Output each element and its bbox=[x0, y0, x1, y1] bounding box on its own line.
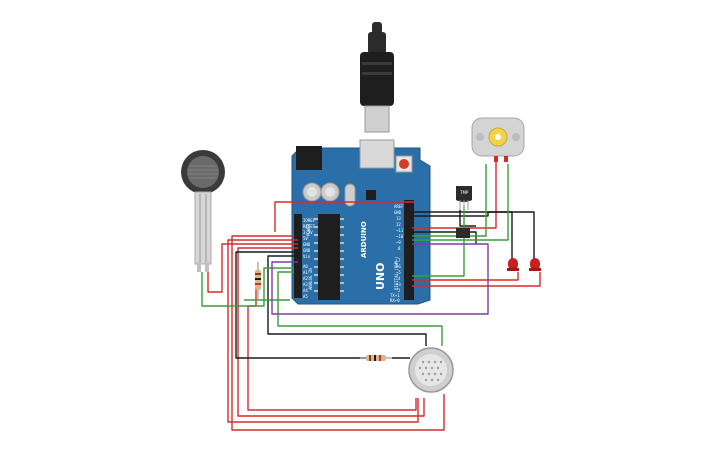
pin-label: Vin bbox=[303, 254, 311, 259]
pin-label: A1 bbox=[303, 270, 308, 275]
wire-green[interactable] bbox=[412, 164, 509, 241]
wire-red[interactable] bbox=[412, 272, 541, 287]
usb-chip bbox=[366, 190, 376, 200]
arduino-board: ARDUINO UNO DIGITAL (PWM~) ANALOG IN POW… bbox=[291, 139, 431, 305]
pin-label: 13 bbox=[396, 216, 401, 221]
pin-label: A0 bbox=[303, 264, 308, 269]
tmp-body bbox=[456, 186, 472, 202]
pin-label: ~6 bbox=[396, 264, 401, 269]
pin-label: 2 bbox=[398, 288, 401, 293]
force-sensitive-resistor[interactable] bbox=[181, 150, 225, 272]
pin-label: ~5 bbox=[396, 270, 401, 275]
digital-label: DIGITAL (PWM~) bbox=[394, 256, 399, 290]
pin-label: 5V bbox=[303, 236, 308, 241]
led-1[interactable] bbox=[507, 258, 519, 271]
pin-label: A3 bbox=[303, 282, 308, 287]
pin-label: 4 bbox=[398, 276, 401, 281]
pin-label: TX→1 bbox=[390, 293, 400, 298]
resistor-2[interactable] bbox=[360, 355, 410, 361]
wire-black[interactable] bbox=[459, 210, 476, 227]
wire-red[interactable] bbox=[231, 235, 445, 431]
crystal bbox=[344, 183, 356, 207]
usb-cable-end bbox=[372, 22, 382, 34]
pin-label: ~3 bbox=[396, 282, 401, 287]
pin-label: 12 bbox=[396, 222, 401, 227]
fsr-tail bbox=[194, 191, 212, 265]
pin-label: A4 bbox=[303, 288, 308, 293]
pin-label: GND bbox=[394, 210, 402, 215]
usb-cable bbox=[360, 22, 394, 133]
piezo-buzzer[interactable] bbox=[408, 347, 454, 393]
pin-label: GND bbox=[303, 248, 311, 253]
wire-green[interactable] bbox=[277, 271, 443, 346]
wire-black[interactable] bbox=[267, 255, 427, 346]
wire-red[interactable] bbox=[274, 201, 414, 232]
wire-red[interactable] bbox=[412, 162, 497, 229]
usb-port bbox=[359, 139, 395, 169]
pin-label: RESET bbox=[303, 224, 316, 229]
pin-label: A2 bbox=[303, 276, 308, 281]
pin-label: 7 bbox=[398, 258, 401, 263]
digital-header bbox=[404, 200, 414, 300]
usb-plug-body bbox=[360, 52, 394, 106]
transistor-body bbox=[456, 228, 470, 238]
wire-red[interactable] bbox=[227, 239, 419, 423]
transistor[interactable] bbox=[456, 228, 470, 238]
wire-purple[interactable] bbox=[271, 243, 489, 315]
reset-button[interactable] bbox=[399, 159, 409, 169]
wire-black[interactable] bbox=[235, 251, 366, 359]
dc-motor[interactable] bbox=[471, 117, 525, 162]
pin-label: IOREF bbox=[303, 218, 316, 223]
pin-label: ~9 bbox=[396, 240, 401, 245]
led-body bbox=[508, 258, 518, 270]
led-2[interactable] bbox=[529, 258, 541, 271]
pin-label: ~10 bbox=[396, 234, 404, 239]
pin-label: A5 bbox=[303, 294, 308, 299]
led-body bbox=[530, 258, 540, 270]
tmp-label: TMP bbox=[459, 190, 469, 195]
usb-plug-metal bbox=[364, 105, 390, 133]
fsr-lead bbox=[197, 262, 201, 272]
power-pin-labels: IOREF RESET 3.3V 5V GND GND Vin A0 A1 A2… bbox=[303, 218, 316, 299]
wire-red[interactable] bbox=[412, 272, 519, 281]
pin-label: 8 bbox=[398, 246, 401, 251]
power-jack bbox=[296, 146, 322, 170]
fsr-lead bbox=[205, 262, 209, 272]
resistor-1[interactable] bbox=[255, 262, 261, 300]
power-label: POWER bbox=[306, 223, 311, 236]
atmega-chip bbox=[318, 214, 340, 300]
board-brand: ARDUINO bbox=[360, 221, 368, 258]
wire-green[interactable] bbox=[412, 164, 487, 237]
digital-pin-labels: AREF GND 13 12 ~11 ~10 ~9 8 7 ~6 ~5 4 ~3… bbox=[390, 204, 404, 303]
wire-black[interactable] bbox=[412, 211, 535, 262]
board-model: UNO bbox=[374, 263, 387, 291]
pin-label: GND bbox=[303, 242, 311, 247]
pin-label: ~11 bbox=[396, 228, 404, 233]
pin-label: AREF bbox=[394, 204, 404, 209]
wire-green[interactable] bbox=[201, 267, 294, 307]
wires bbox=[201, 162, 541, 431]
pin-label: 3.3V bbox=[303, 230, 313, 235]
pin-label: RX←0 bbox=[390, 298, 400, 303]
wire-red[interactable] bbox=[237, 247, 425, 417]
temperature-sensor[interactable]: TMP bbox=[456, 186, 472, 210]
analog-label: ANALOG IN bbox=[308, 268, 313, 290]
wire-red[interactable] bbox=[207, 243, 298, 293]
usb-cable-strain-relief bbox=[368, 32, 386, 54]
